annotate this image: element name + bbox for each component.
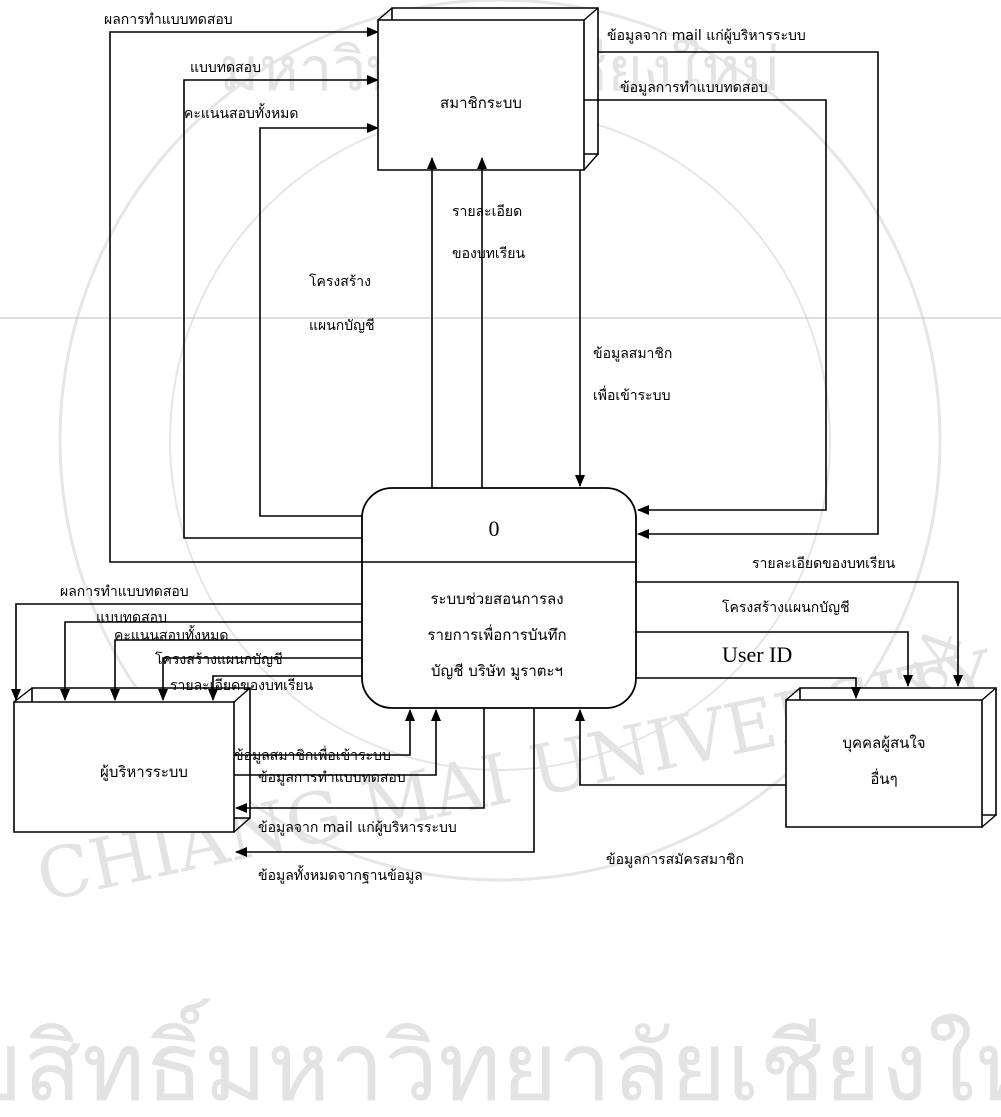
flow-label: โครงสร้างแผนกบัญชี xyxy=(155,651,283,668)
flow-label: แผนกบัญชี xyxy=(309,318,375,334)
flow-label: ข้อมูลจาก mail แก่ผู้บริหารระบบ xyxy=(607,28,806,44)
entity-others-label-line2: อื่นๆ xyxy=(870,768,897,788)
flow-chart-structure-to-members: โครงสร้าง แผนกบัญชี xyxy=(309,157,437,488)
entity-admin-label: ผู้บริหารระบบ xyxy=(100,763,188,781)
flow-label: ข้อมูลการทำแบบทดสอบ xyxy=(620,80,768,96)
flow-label: ข้อมูลทั้งหมดจากฐานข้อมูล xyxy=(258,865,423,884)
flow-label: รายละเอียดของบทเรียน xyxy=(752,556,896,572)
flow-label: เพื่อเข้าระบบ xyxy=(593,386,670,404)
flow-member-login-from-admin: ข้อมูลสมาชิกเพื่อเข้าระบบ xyxy=(234,709,415,764)
flow-lesson-detail-to-members: รายละเอียด ของบทเรียน xyxy=(452,157,525,488)
process-0: 0 ระบบช่วยสอนการลง รายการเพื่อการบันทึก … xyxy=(361,487,637,709)
flow-label: ผลการทำแบบทดสอบ xyxy=(60,584,189,600)
flow-scores-to-admin: คะแนนสอบทั้งหมด xyxy=(110,625,362,701)
flow-label: รายละเอียด xyxy=(452,204,522,220)
flow-chart-structure-to-others: โครงสร้างแผนกบัญชี xyxy=(636,599,913,687)
entity-others: บุคคลผู้สนใจ อื่นๆ xyxy=(785,687,997,828)
entity-members-label: สมาชิกระบบ xyxy=(440,94,522,112)
flow-user-id-to-others: User ID xyxy=(636,642,861,699)
flow-label: คะแนนสอบทั้งหมด xyxy=(184,103,299,122)
flow-label: ข้อมูลสมาชิก xyxy=(593,346,672,362)
flow-label: ข้อมูลจาก mail แก่ผู้บริหารระบบ xyxy=(258,820,457,836)
flow-label: ผลการทำแบบทดสอบ xyxy=(104,12,233,28)
process-name-line2: รายการเพื่อการบันทึก xyxy=(427,624,566,644)
entity-members: สมาชิกระบบ xyxy=(377,7,599,171)
flow-label: โครงสร้างแผนกบัญชี xyxy=(722,599,850,616)
flow-results-to-members: ผลการทำแบบทดสอบ xyxy=(104,12,379,563)
flow-lesson-detail-to-admin: รายละเอียดของบทเรียน xyxy=(170,675,362,701)
process-name-line1: ระบบช่วยสอนการลง xyxy=(430,590,563,608)
flow-scores-to-members: คะแนนสอบทั้งหมด xyxy=(184,103,379,517)
flow-test-data-from-admin: ข้อมูลการทำแบบทดสอบ xyxy=(234,709,441,786)
flow-member-login-to-process: ข้อมูลสมาชิก เพื่อเข้าระบบ xyxy=(575,170,672,487)
flow-label: ข้อมูลการทำแบบทดสอบ xyxy=(258,770,406,786)
flow-register-from-others: ข้อมูลการสมัครสมาชิก xyxy=(575,709,786,868)
process-number: 0 xyxy=(489,516,500,541)
flow-label: ข้อมูลการสมัครสมาชิก xyxy=(606,852,744,868)
flow-tests-to-members: แบบทดสอบ xyxy=(183,60,379,539)
flow-label: รายละเอียดของบทเรียน xyxy=(170,678,314,694)
flow-lesson-detail-to-others: รายละเอียดของบทเรียน xyxy=(636,556,963,687)
flow-label: แบบทดสอบ xyxy=(190,60,261,76)
watermark-band-text: ลิขสิทธิ์มหาวิทยาลัยเชียงใหม่ xyxy=(0,998,1001,1117)
entity-others-label-line1: บุคคลผู้สนใจ xyxy=(842,734,925,753)
flow-results-to-admin: ผลการทำแบบทดสอบ xyxy=(11,584,362,701)
flow-label: ของบทเรียน xyxy=(452,246,525,262)
flow-all-db-to-admin: ข้อมูลทั้งหมดจากฐานข้อมูล xyxy=(235,708,535,884)
flow-label: โครงสร้าง xyxy=(309,273,371,290)
flow-label: ข้อมูลสมาชิกเพื่อเข้าระบบ xyxy=(234,746,391,764)
entity-admin: ผู้บริหารระบบ xyxy=(13,687,251,833)
flow-label: คะแนนสอบทั้งหมด xyxy=(114,625,229,644)
flow-chart-structure-to-admin: โครงสร้างแผนกบัญชี xyxy=(155,651,362,701)
flow-mail-to-admin: ข้อมูลจาก mail แก่ผู้บริหารระบบ xyxy=(235,708,485,836)
flow-label: User ID xyxy=(722,642,792,667)
flow-tests-to-admin: แบบทดสอบ xyxy=(60,610,362,701)
flow-mail-from-members: ข้อมูลจาก mail แก่ผู้บริหารระบบ xyxy=(598,28,879,539)
process-name-line3: บัญชี บริษัท มูราตะฯ xyxy=(431,662,563,680)
flow-label: แบบทดสอบ xyxy=(96,610,167,626)
flow-test-data-from-members: ข้อมูลการทำแบบทดสอบ xyxy=(584,80,827,515)
